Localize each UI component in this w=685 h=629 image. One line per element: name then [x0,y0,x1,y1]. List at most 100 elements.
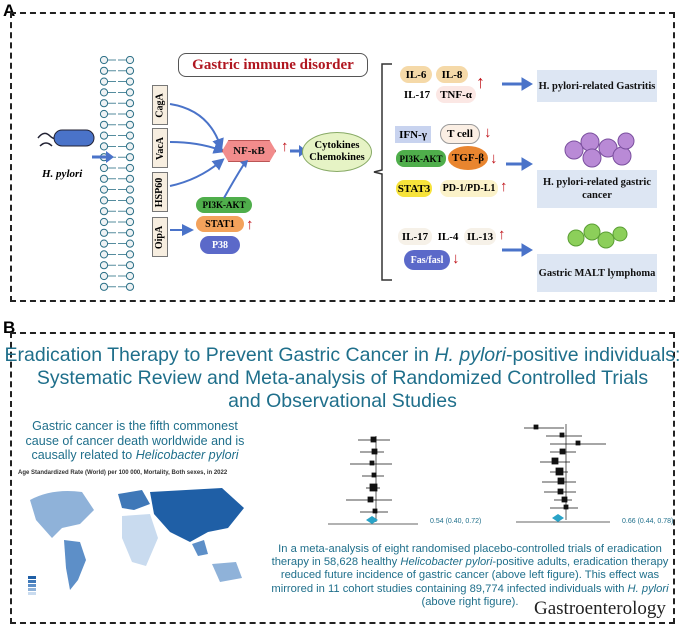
map-caption: Age Standardized Rate (World) per 100 00… [18,470,228,476]
vac-a-factor: VacA [152,128,168,168]
membrane-head [125,207,135,216]
pi3k-akt-node-2: PI3K-AKT [396,150,446,167]
membrane-head [99,261,109,270]
membrane-head [99,207,109,216]
pi3k-akt-node: PI3K-AKT [196,197,252,213]
il17-node-2: IL-17 [398,228,432,245]
cell-membrane: /* membrane drawn below */ [99,56,135,291]
membrane-head [99,131,109,140]
membrane-head [125,174,135,183]
cag-a-factor: CagA [152,85,168,125]
h-pylori-bacterium-icon [37,129,95,147]
arrow-pathway-to-nfkb [223,160,248,199]
oip-a-factor: OipA [152,217,168,257]
il17-node: IL-17 [403,88,431,101]
p38-node: P38 [200,236,240,254]
panel-b-frame [10,332,675,624]
membrane-head [125,131,135,140]
forest-plot-left [328,436,418,525]
il8-node: IL-8 [436,66,468,83]
arrow-pylori-to-membrane [92,151,114,163]
membrane-head [99,120,109,129]
membrane-head [125,282,135,291]
panel-b-title-line-1: Eradication Therapy to Prevent Gastric C… [4,344,681,366]
group2-down-arrow-1: ↓ [484,124,492,141]
membrane-head [99,99,109,108]
membrane-head [99,271,109,281]
membrane-head [125,196,135,205]
forest-left-pooled-value: 0.54 (0.40, 0.72) [430,518,482,525]
membrane-head [99,56,109,65]
membrane-head [125,66,135,75]
outcome-gastritis: H. pylori-related Gastritis [537,70,657,102]
membrane-head [125,77,135,86]
membrane-head [125,228,135,237]
membrane-head [99,196,109,205]
membrane-head [99,250,109,259]
il4-node: IL-4 [437,230,459,243]
chemokines-label: Chemokines [309,152,365,163]
membrane-head [125,250,135,259]
membrane-head [99,163,109,173]
membrane-head [125,142,135,151]
pd1-pdl1-node: PD-1/PD-L1 [440,180,498,197]
cytokines-chemokines-cloud: Cytokines Chemokines [302,132,372,172]
membrane-head [99,142,109,151]
membrane-head [125,153,135,162]
membrane-head [99,66,109,75]
group2-up-arrow: ↑ [500,178,508,195]
outcome-arrows [502,77,533,257]
membrane-head [99,228,109,237]
h-pylori-label: H. pylori [42,168,83,180]
membrane-head [125,217,135,227]
cytokines-label: Cytokines [314,140,360,151]
membrane-head [125,88,135,97]
membrane-head [125,120,135,129]
journal-logo: Gastroenterology [534,598,666,619]
lymphoma-cells-icon [567,223,628,249]
t-cell-node: T cell [440,124,480,144]
membrane-head [125,56,135,65]
left-summary-text: Gastric cancer is the fifth commonest ca… [25,419,245,462]
factor-arrows [169,103,226,236]
membrane-head [125,271,135,281]
bottom-summary-text: In a meta-analysis of eight randomised p… [271,543,669,608]
fas-fasl-node: Fas/fasl [404,250,450,270]
group3-up-arrow: ↑ [498,226,506,243]
membrane-head [125,185,135,194]
hsp60-factor: HSP60 [152,172,168,212]
group3-down-arrow: ↓ [452,250,460,267]
gastric-immune-disorder-title: Gastric immune disorder [178,53,368,77]
membrane-head [125,109,135,119]
membrane-head [125,163,135,173]
membrane-head [99,239,109,248]
bracket [373,63,392,281]
membrane-head [99,185,109,194]
membrane-head [125,99,135,108]
membrane-head [99,217,109,227]
membrane-head [125,261,135,270]
il6-node: IL-6 [400,66,432,83]
membrane-head [99,174,109,183]
membrane-head [99,282,109,291]
panel-b-title-line-3: and Observational Studies [228,390,457,412]
world-mortality-map [22,480,256,600]
il13-node: IL-13 [464,228,496,245]
outcome-malt-lymphoma: Gastric MALT lymphoma [537,254,657,292]
forest-plot-right [516,424,610,523]
tnf-alpha-node: TNF-α [436,86,476,103]
panel-letter-a: A [3,1,16,20]
membrane-head [99,88,109,97]
nfkb-up-arrow: ↑ [281,138,289,155]
group2-down-arrow-2: ↓ [490,150,498,167]
membrane-head [99,77,109,86]
forest-right-pooled-value: 0.66 (0.44, 0.78) [622,518,674,525]
ifn-gamma-node: IFN-γ [395,126,431,143]
tgf-beta-node: TGF-β [448,146,488,170]
group1-up-arrow: ↑ [476,72,485,92]
membrane-head [125,239,135,248]
panel-b-title-line-2: Systematic Review and Meta-analysis of R… [36,367,649,389]
stat1-up-arrow: ↑ [246,216,254,233]
panel-a-frame [10,12,675,302]
stat3-node: STAT3 [396,180,432,197]
